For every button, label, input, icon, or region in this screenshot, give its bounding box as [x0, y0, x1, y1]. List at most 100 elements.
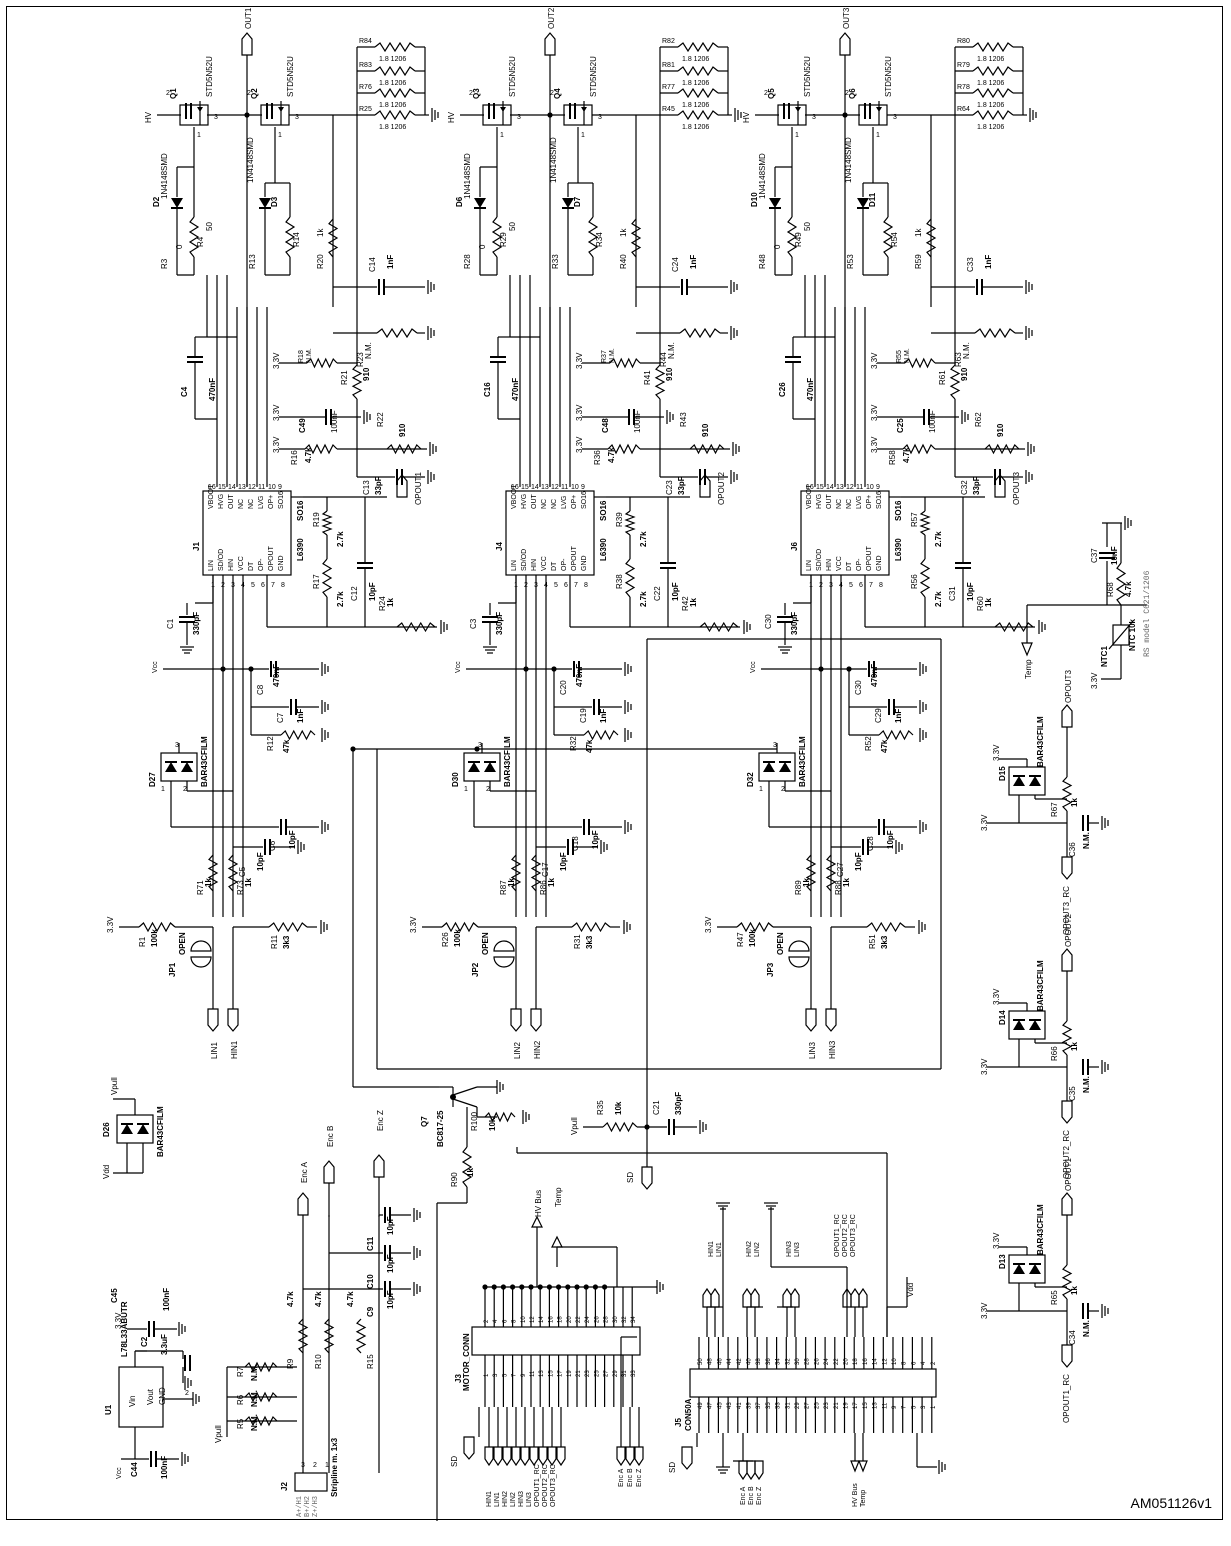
- component-ref: R77: [662, 84, 675, 91]
- net-label: Vpull: [110, 1077, 119, 1095]
- pin-number: 7: [574, 582, 578, 589]
- component-value: 1k: [802, 878, 811, 887]
- component-ref: JP3: [766, 962, 775, 977]
- pin-number: 7: [512, 1373, 518, 1377]
- component-ref: C37: [1090, 548, 1099, 563]
- component-ref: D13: [998, 1254, 1007, 1269]
- component-value: N.M.: [962, 342, 971, 359]
- net-label: 3.3V: [114, 1312, 123, 1329]
- component-value: BAR43CFILM: [200, 736, 209, 787]
- ic-pin-label: LIN: [806, 560, 813, 571]
- pin-number: 2: [183, 786, 187, 793]
- component-ref: C16: [483, 382, 492, 397]
- ic-pin-label: VBOOT: [208, 484, 215, 509]
- driver-ic: [800, 490, 890, 576]
- component-value: 4.7k: [1124, 581, 1133, 597]
- net-label: OPOUT2_RC: [1062, 1130, 1071, 1179]
- component-value: 50: [803, 222, 812, 231]
- pin-number: 29: [795, 1402, 801, 1409]
- component-value: 1k: [507, 878, 516, 887]
- component-ref: D11: [868, 192, 877, 207]
- component-ref: R61: [938, 370, 947, 385]
- component-ref: R16: [290, 450, 299, 465]
- net-arrow: [850, 1460, 860, 1473]
- ic-pin-label: GND: [581, 555, 588, 571]
- ic-pin-label: NC: [541, 499, 548, 509]
- pin-number: 24: [585, 1316, 591, 1323]
- pin-number: 2: [484, 1319, 490, 1323]
- pin-number: 8: [512, 1319, 518, 1323]
- pin-number: 12: [551, 484, 559, 491]
- net-flag: [790, 1287, 800, 1308]
- resistor: [244, 1361, 278, 1373]
- component-value: 2.7k: [934, 591, 943, 607]
- diode: [181, 762, 193, 772]
- junction-dot: [248, 666, 254, 672]
- resistor: [374, 41, 416, 53]
- pin-number: 11: [561, 484, 568, 491]
- junction-dot: [556, 1284, 562, 1290]
- pin-number: 10: [866, 484, 874, 491]
- component-ref: C1: [166, 618, 175, 629]
- resistor: [227, 854, 239, 892]
- junction-dot: [510, 1284, 516, 1290]
- resistor: [972, 41, 1014, 53]
- pin-number: 37: [756, 1402, 762, 1409]
- net-arrow: [1021, 642, 1033, 657]
- junction-dot: [528, 1284, 534, 1290]
- pin-number: 13: [541, 484, 549, 491]
- component-ref: C7: [276, 712, 285, 723]
- diode: [562, 198, 574, 208]
- diode-pair: [1008, 1254, 1046, 1284]
- pin-number: 3: [921, 1405, 927, 1409]
- resistor: [491, 216, 503, 258]
- component-value: 33pF: [972, 476, 981, 495]
- net-label: OUT3: [842, 7, 851, 29]
- junction-dot: [602, 1284, 608, 1290]
- component-ref: C3: [469, 618, 478, 629]
- component-value: 4.7k: [902, 447, 911, 463]
- component-value: 1N4148SMD: [844, 137, 853, 183]
- diode: [769, 198, 781, 208]
- component-ref: R32: [569, 736, 578, 751]
- pin-number: 49: [698, 1402, 704, 1409]
- component-ref: C34: [1068, 1330, 1077, 1345]
- ic-pin-label: OP+: [866, 495, 873, 509]
- component-ref: R89: [794, 880, 803, 895]
- resistor: [882, 216, 894, 258]
- pin-number: 5: [911, 1405, 917, 1409]
- jumper: [788, 940, 810, 952]
- component-value: 910: [996, 423, 1005, 437]
- net-label: LIN2: [510, 1492, 517, 1507]
- jumper: [493, 940, 515, 952]
- component-ref: C13: [362, 480, 371, 495]
- pin-number: 3: [175, 742, 179, 749]
- pin-number: 9: [876, 484, 880, 491]
- net-flag: [625, 1446, 635, 1467]
- component-value: BAR43CFILM: [1036, 960, 1045, 1011]
- component-value: 100nF: [330, 410, 339, 433]
- resistor: [925, 218, 937, 258]
- component-ref: R18: [298, 350, 305, 363]
- pin-number: 10: [521, 1316, 527, 1323]
- component-value: 1nF: [599, 709, 608, 723]
- component-ref: R79: [957, 62, 970, 69]
- component-ref: C14: [368, 257, 377, 272]
- ic-pin-label: HVG: [521, 494, 528, 509]
- resistor: [609, 357, 641, 369]
- component-ref: C31: [948, 586, 957, 601]
- component-ref: R28: [463, 254, 472, 269]
- pin-number: 6: [502, 1319, 508, 1323]
- component-ref: R73: [236, 880, 245, 895]
- pin-number: 40: [747, 1358, 753, 1365]
- pin-number: 10: [892, 1358, 898, 1365]
- component-value: 2.7k: [639, 531, 648, 547]
- component-value: 330pF: [495, 612, 504, 635]
- component-value: 3k3: [880, 935, 889, 949]
- ic-pin-label: VCC: [836, 556, 843, 571]
- ic-pin-label: SD/OD: [218, 549, 225, 571]
- component-value: L6390: [894, 538, 903, 561]
- junction-dot: [546, 1284, 553, 1290]
- pin-number: 36: [766, 1358, 772, 1365]
- ic-pin-label: SO16: [581, 491, 588, 509]
